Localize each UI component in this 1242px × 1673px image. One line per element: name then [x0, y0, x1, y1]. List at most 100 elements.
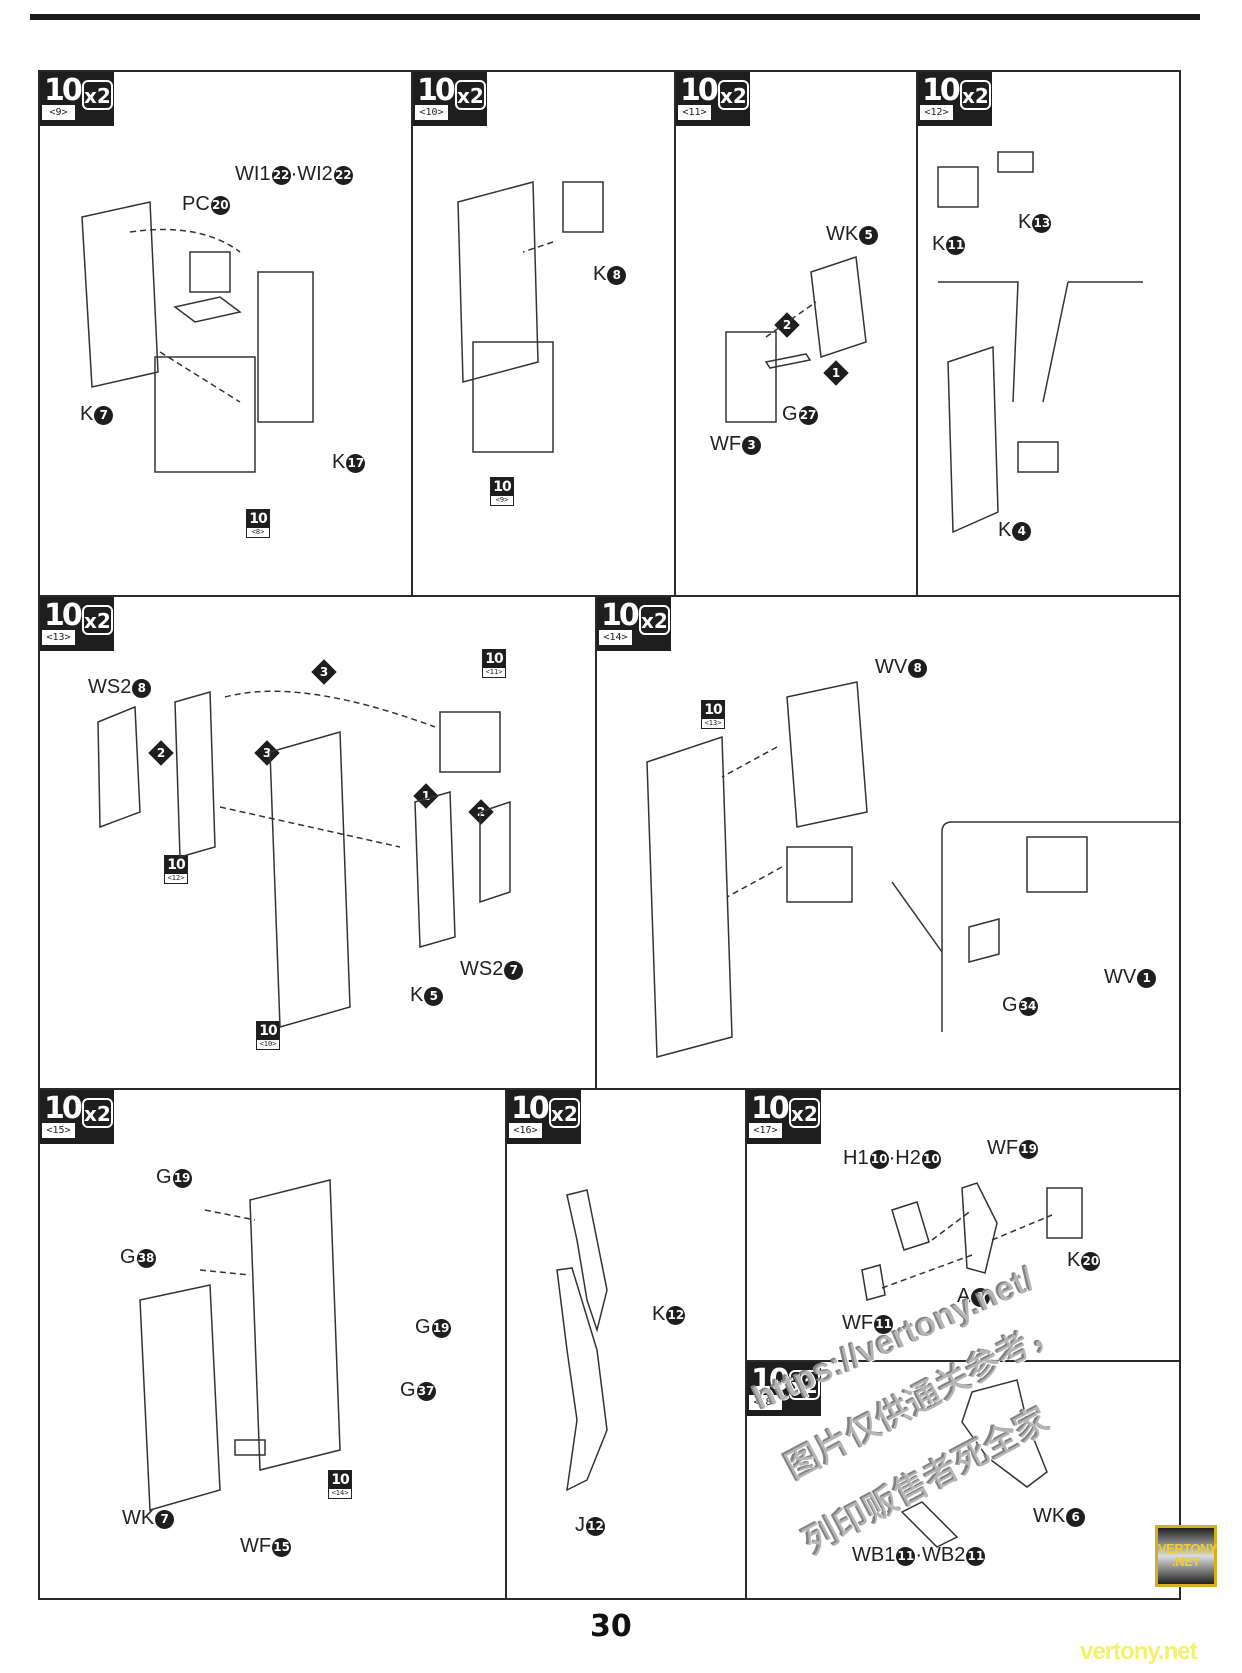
part-diagram: [861, 1182, 1083, 1301]
sub-step: <10>: [415, 105, 448, 120]
step-header: 10 <10> x2: [413, 72, 487, 126]
reference-badge: 10<11>: [482, 649, 506, 678]
sub-step: <16>: [509, 1123, 542, 1138]
sub-step: <15>: [42, 1123, 75, 1138]
badge-text-1: VERTONY: [1158, 1541, 1218, 1556]
step-header: 10 <18> x2: [747, 1362, 821, 1416]
badge-text-2: .NET: [1172, 1554, 1200, 1569]
step-header: 10 <17> x2: [747, 1090, 821, 1144]
step-header: 10 <13> x2: [40, 597, 114, 651]
part-diagram: [900, 1379, 1048, 1548]
part-diagram: [937, 151, 1143, 534]
part-diagram: [139, 1179, 341, 1511]
sub-step: <11>: [678, 105, 711, 120]
part-diagram: [81, 201, 314, 473]
step-number: 10: [922, 73, 961, 108]
quantity-badge: x2: [82, 605, 113, 635]
part-diagram: [556, 1189, 608, 1492]
step-number: 10: [680, 73, 719, 108]
part-diagram: [725, 255, 867, 423]
reference-badge: 10<14>: [328, 1470, 352, 1499]
part-diagram: [646, 681, 1181, 1058]
quantity-badge: x2: [639, 605, 670, 635]
part-diagram: [457, 181, 604, 453]
step-header: 10 <16> x2: [507, 1090, 581, 1144]
step-header: 10 <15> x2: [40, 1090, 114, 1144]
reference-badge: 10<10>: [256, 1021, 280, 1050]
reference-badge: 10<13>: [701, 700, 725, 729]
quantity-badge: x2: [82, 80, 113, 110]
step-number: 10: [44, 73, 83, 108]
reference-badge: 10<12>: [164, 855, 188, 884]
reference-badge: 10<9>: [490, 477, 514, 506]
step-number: 10: [44, 598, 83, 633]
quantity-badge: x2: [82, 1098, 113, 1128]
step-header: 10 <12> x2: [918, 72, 992, 126]
step-number: 10: [417, 73, 456, 108]
quantity-badge: x2: [789, 1098, 820, 1128]
quantity-badge: x2: [549, 1098, 580, 1128]
step-number: 10: [751, 1363, 790, 1398]
step-header: 10 <9> x2: [40, 72, 114, 126]
quantity-badge: x2: [455, 80, 486, 110]
sub-step: <12>: [920, 105, 953, 120]
reference-badge: 10<8>: [246, 509, 270, 538]
quantity-badge: x2: [718, 80, 749, 110]
step-header: 10 <14> x2: [597, 597, 671, 651]
sub-step: <18>: [749, 1395, 782, 1410]
sub-step: <13>: [42, 630, 75, 645]
sub-step: <14>: [599, 630, 632, 645]
sub-step: <9>: [42, 105, 75, 120]
quantity-badge: x2: [960, 80, 991, 110]
step-number: 10: [751, 1091, 790, 1126]
step-number: 10: [511, 1091, 550, 1126]
vertony-logo-badge: VERTONY .NET: [1155, 1525, 1218, 1587]
page-number: 30: [590, 1609, 632, 1644]
step-number: 10: [601, 598, 640, 633]
part-diagram: [97, 690, 511, 1028]
quantity-badge: x2: [789, 1370, 820, 1400]
